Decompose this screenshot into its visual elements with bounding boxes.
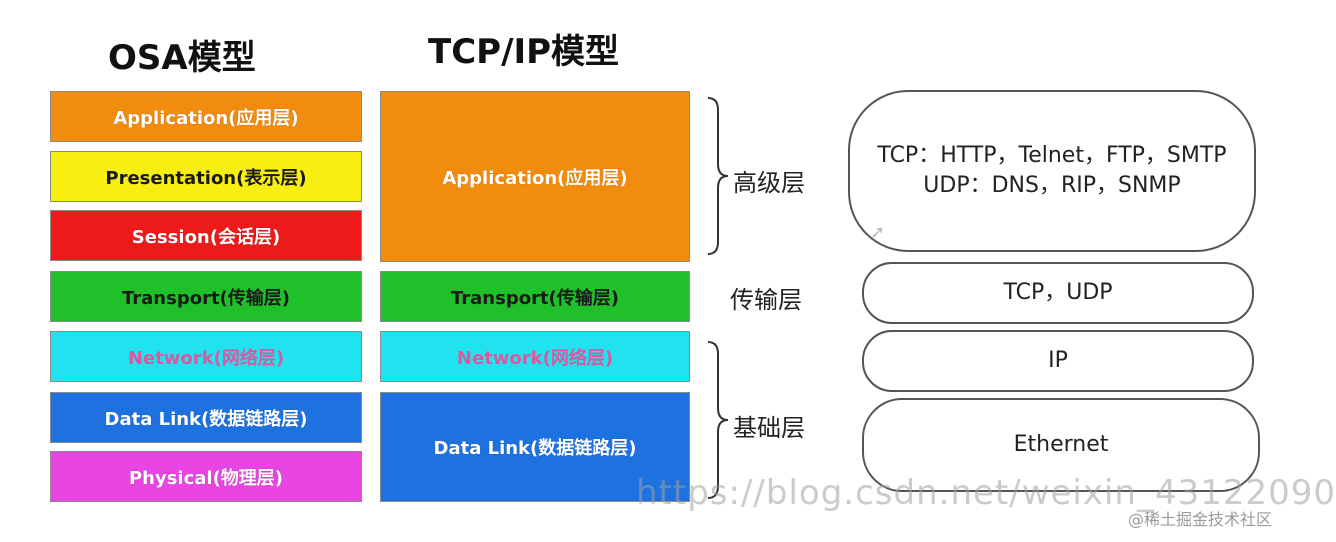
group-label-transport: 传输层 <box>730 286 802 314</box>
tcpip-layer-application: Application(应用层) <box>380 91 690 262</box>
osi-layer-network: Network(网络层) <box>50 331 362 382</box>
protocols-transport-text: TCP，UDP <box>1003 280 1113 305</box>
credit-text: @稀土掘金技术社区 <box>1128 510 1273 529</box>
protocols-network-text: IP <box>1048 348 1068 373</box>
tcpip-layer-network: Network(网络层) <box>380 331 690 382</box>
group-label-high: 高级层 <box>733 169 805 197</box>
protocols-network-pill: IP <box>862 330 1254 392</box>
osi-layer-application: Application(应用层) <box>50 91 362 142</box>
tcpip-layer-transport: Transport(传输层) <box>380 271 690 322</box>
osi-layer-transport: Transport(传输层) <box>50 271 362 322</box>
osi-layer-session: Session(会话层) <box>50 210 362 261</box>
osi-layer-presentation: Presentation(表示层) <box>50 151 362 202</box>
protocols-datalink-text: Ethernet <box>1013 432 1109 457</box>
group-label-base: 基础层 <box>733 414 805 442</box>
tcpip-model-title: TCP/IP模型 <box>428 32 620 72</box>
osi-model-title: OSA模型 <box>108 38 256 78</box>
mouse-cursor-icon: ➚ <box>870 222 886 243</box>
osi-layer-physical: Physical(物理层) <box>50 451 362 502</box>
protocols-application-pill: TCP：HTTP，Telnet，FTP，SMTP UDP：DNS，RIP，SNM… <box>848 90 1256 252</box>
protocols-application-line2: UDP：DNS，RIP，SNMP <box>923 173 1181 198</box>
protocols-transport-pill: TCP，UDP <box>862 262 1254 324</box>
base-layer-bracket <box>707 341 729 499</box>
protocols-datalink-pill: Ethernet <box>862 398 1260 492</box>
watermark-url: https://blog.csdn.net/weixin_43122090 <box>636 473 1336 513</box>
osi-layer-datalink: Data Link(数据链路层) <box>50 392 362 443</box>
protocols-application-line1: TCP：HTTP，Telnet，FTP，SMTP <box>877 143 1227 168</box>
high-layer-bracket <box>707 97 729 255</box>
tcpip-layer-datalink: Data Link(数据链路层) <box>380 392 690 502</box>
